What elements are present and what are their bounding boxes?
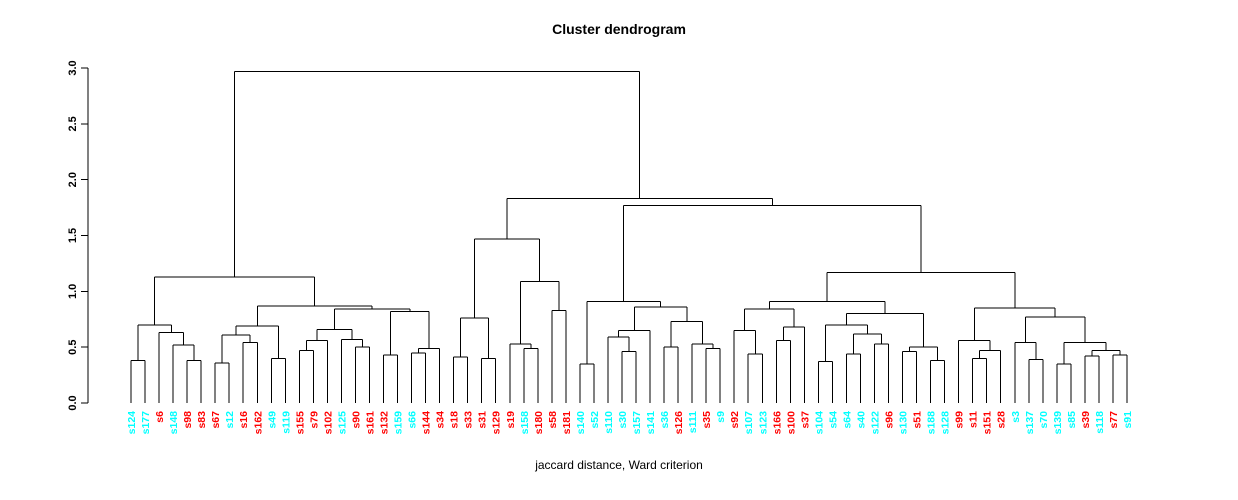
leaf-label: s18 <box>449 411 461 429</box>
leaf-label: s3 <box>1010 411 1022 423</box>
leaf-label: s19 <box>505 411 517 429</box>
leaf-label: s92 <box>729 411 741 429</box>
leaf-label: s119 <box>280 411 292 434</box>
leaf-label: s151 <box>982 411 994 435</box>
leaf-label: s118 <box>1094 411 1106 434</box>
leaf-label: s67 <box>210 411 222 429</box>
leaf-label: s100 <box>785 411 797 435</box>
leaf-label: s85 <box>1066 411 1078 429</box>
leaf-label: s130 <box>898 411 910 435</box>
dendrogram-links <box>130 70 1128 403</box>
leaf-label: s79 <box>308 411 320 429</box>
leaf-label: s159 <box>393 411 405 435</box>
leaf-label: s102 <box>322 411 334 435</box>
leaf-label: s51 <box>912 411 924 429</box>
svg-text:2.0: 2.0 <box>67 172 79 187</box>
leaf-label: s177 <box>140 411 152 435</box>
leaf-label: s33 <box>463 411 475 429</box>
svg-text:1.0: 1.0 <box>67 284 79 299</box>
leaf-label: s77 <box>1108 411 1120 429</box>
leaf-label: s11 <box>968 411 980 428</box>
leaf-label: s49 <box>266 411 278 429</box>
leaf-label: s188 <box>926 411 938 435</box>
leaf-label: s158 <box>519 411 531 435</box>
leaf-label: s39 <box>1080 411 1092 429</box>
leaf-label: s128 <box>940 411 952 435</box>
leaf-label: s64 <box>841 411 853 429</box>
leaf-label: s161 <box>364 411 376 435</box>
leaf-label: s129 <box>491 411 503 435</box>
leaf-label: s140 <box>575 411 587 435</box>
leaf-label: s110 <box>603 411 615 434</box>
leaf-label: s155 <box>294 411 306 435</box>
leaf-label: s141 <box>645 411 657 435</box>
leaf-label: s6 <box>154 411 166 423</box>
leaf-label: s137 <box>1024 411 1036 435</box>
leaf-label: s37 <box>799 411 811 429</box>
x-axis-label: jaccard distance, Ward criterion <box>535 458 703 472</box>
leaf-label: s123 <box>757 411 769 435</box>
leaf-label: s132 <box>379 411 391 435</box>
leaf-label: s12 <box>224 411 236 429</box>
leaf-label: s52 <box>589 411 601 429</box>
leaf-label: s139 <box>1052 411 1064 435</box>
y-axis: 0.0 0.5 1.0 1.5 2.0 2.5 3.0 <box>67 60 89 411</box>
leaf-label: s30 <box>617 411 629 429</box>
leaf-label: s96 <box>884 411 896 429</box>
leaf-label: s124 <box>126 411 138 435</box>
svg-text:0.0: 0.0 <box>67 395 79 410</box>
leaf-label: s157 <box>631 411 643 435</box>
leaf-label: s16 <box>238 411 250 429</box>
leaf-label: s180 <box>533 411 545 435</box>
leaf-label: s104 <box>813 411 825 435</box>
leaf-label: s36 <box>659 411 671 429</box>
leaf-label: s99 <box>954 411 966 429</box>
leaf-label: s28 <box>996 411 1008 429</box>
leaf-label: s40 <box>855 411 867 429</box>
leaf-label: s111 <box>687 411 699 433</box>
chart-title: Cluster dendrogram <box>552 21 686 37</box>
leaf-label: s107 <box>743 411 755 435</box>
leaf-label: s148 <box>168 411 180 435</box>
leaf-label: s125 <box>336 411 348 435</box>
svg-text:0.5: 0.5 <box>67 340 79 355</box>
leaf-label: s35 <box>701 411 713 429</box>
leaf-label: s90 <box>350 411 362 429</box>
svg-text:1.5: 1.5 <box>67 228 79 243</box>
leaf-label: s91 <box>1122 411 1134 429</box>
leaf-label: s58 <box>547 411 559 429</box>
leaf-label: s166 <box>771 411 783 435</box>
leaf-label: s70 <box>1038 411 1050 429</box>
leaf-label: s34 <box>435 411 447 429</box>
leaf-label: s66 <box>407 411 419 429</box>
leaf-label: s98 <box>182 411 194 429</box>
leaf-label: s54 <box>827 411 839 429</box>
leaf-label: s83 <box>196 411 208 429</box>
leaf-label: s9 <box>715 411 727 423</box>
leaf-label: s144 <box>421 411 433 435</box>
leaf-label: s162 <box>252 411 264 435</box>
leaf-label: s181 <box>561 411 573 435</box>
leaf-label: s122 <box>869 411 881 435</box>
svg-text:3.0: 3.0 <box>67 60 79 75</box>
svg-text:2.5: 2.5 <box>67 116 79 131</box>
leaf-label: s126 <box>673 411 685 435</box>
leaf-label: s31 <box>477 411 489 429</box>
